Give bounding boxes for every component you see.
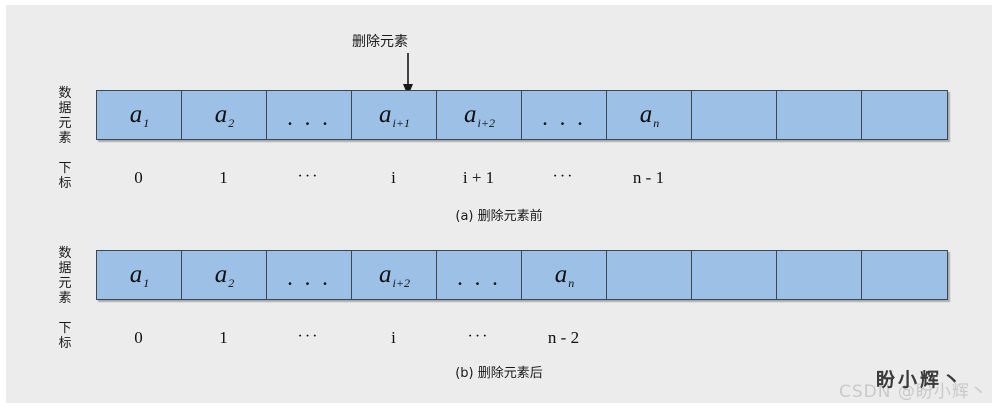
index-label: ···: [552, 168, 575, 185]
array-cell: [862, 91, 947, 139]
array-cell-value: a1: [129, 100, 150, 130]
index-label: 1: [219, 328, 228, 347]
index-label: 0: [134, 168, 143, 187]
array-cell-subscript: 1: [143, 115, 150, 130]
index-label: [691, 168, 776, 188]
array-cell-value: ai+2: [464, 100, 495, 130]
index-label: ···: [297, 328, 320, 345]
array-cell: . . .: [522, 91, 607, 139]
index-label: [861, 328, 946, 348]
array-cell: an: [522, 251, 607, 299]
array-cell: a2: [182, 251, 267, 299]
array-cell-ellipsis: . . .: [457, 265, 501, 290]
side-label-char: 标: [58, 336, 72, 351]
index-label: 1: [219, 168, 228, 187]
index-label: [776, 328, 861, 348]
index-label: ···: [467, 328, 490, 345]
array-cell-subscript: n: [568, 275, 575, 290]
array-cell: a2: [182, 91, 267, 139]
array-cell-ellipsis: . . .: [287, 105, 331, 130]
index-label: ···: [297, 168, 320, 185]
side-label-char: 据: [58, 261, 72, 276]
array-cell: an: [607, 91, 692, 139]
index-label: n - 1: [632, 168, 665, 187]
array-cell-value: ai+1: [379, 100, 410, 130]
side-label-data-elements-b: 数 据 元 素: [54, 246, 76, 306]
array-cell-subscript: 2: [228, 115, 235, 130]
array-cell-ellipsis: . . .: [542, 105, 586, 130]
array-cell: [862, 251, 947, 299]
index-label: i + 1: [462, 168, 495, 187]
array-row-after-delete: a1 a2 . . . ai+2 . . . an: [96, 250, 948, 300]
index-label: [861, 168, 946, 188]
array-cell: ai+2: [352, 251, 437, 299]
side-label-data-elements-a: 数 据 元 素: [54, 86, 76, 146]
array-cell-subscript: 1: [143, 275, 150, 290]
index-label: [606, 328, 691, 348]
array-cell: [692, 251, 777, 299]
side-label-char: 元: [58, 276, 72, 291]
array-cell-value: a2: [214, 100, 235, 130]
side-label-char: 数: [58, 86, 72, 101]
index-label: n - 2: [547, 328, 580, 347]
array-cell-subscript: i+2: [477, 115, 495, 130]
side-label-char: 元: [58, 116, 72, 131]
array-cell-value: a2: [214, 260, 235, 290]
array-cell-value: an: [554, 260, 575, 290]
side-label-char: 数: [58, 246, 72, 261]
caption-panel-a: (a) 删除元素前: [455, 209, 543, 224]
array-cell-subscript: i+1: [392, 115, 410, 130]
array-row-before-delete: a1 a2 . . . ai+1 ai+2 . . . an: [96, 90, 948, 140]
array-cell: [692, 91, 777, 139]
array-cell: a1: [97, 91, 182, 139]
side-label-char: 素: [58, 131, 72, 146]
side-label-char: 下: [58, 161, 72, 176]
array-cell-value: ai+2: [379, 260, 410, 290]
array-cell: [607, 251, 692, 299]
side-label-char: 据: [58, 101, 72, 116]
side-label-index-a: 下 标: [54, 161, 76, 191]
array-cell: a1: [97, 251, 182, 299]
index-row-before-delete: 0 1 ··· i i + 1 ··· n - 1: [96, 168, 946, 188]
array-cell-subscript: i+2: [392, 275, 410, 290]
array-cell: . . .: [267, 91, 352, 139]
array-cell: ai+1: [352, 91, 437, 139]
index-label: [776, 168, 861, 188]
index-row-after-delete: 0 1 ··· i ··· n - 2: [96, 328, 946, 348]
array-cell: [777, 251, 862, 299]
index-label: i: [391, 328, 396, 347]
array-cell-value: an: [639, 100, 660, 130]
index-label: 0: [134, 328, 143, 347]
array-cell: . . .: [267, 251, 352, 299]
side-label-char: 标: [58, 176, 72, 191]
array-cell: . . .: [437, 251, 522, 299]
array-cell-ellipsis: . . .: [287, 265, 331, 290]
delete-element-annotation-label: 删除元素: [352, 34, 408, 50]
array-cell: ai+2: [437, 91, 522, 139]
array-cell-subscript: n: [653, 115, 660, 130]
side-label-char: 下: [58, 321, 72, 336]
index-label: [691, 328, 776, 348]
array-cell-subscript: 2: [228, 275, 235, 290]
index-label: i: [391, 168, 396, 187]
array-cell-value: a1: [129, 260, 150, 290]
caption-panel-b: (b) 删除元素后: [455, 366, 543, 381]
side-label-char: 素: [58, 291, 72, 306]
array-cell: [777, 91, 862, 139]
side-label-index-b: 下 标: [54, 321, 76, 351]
